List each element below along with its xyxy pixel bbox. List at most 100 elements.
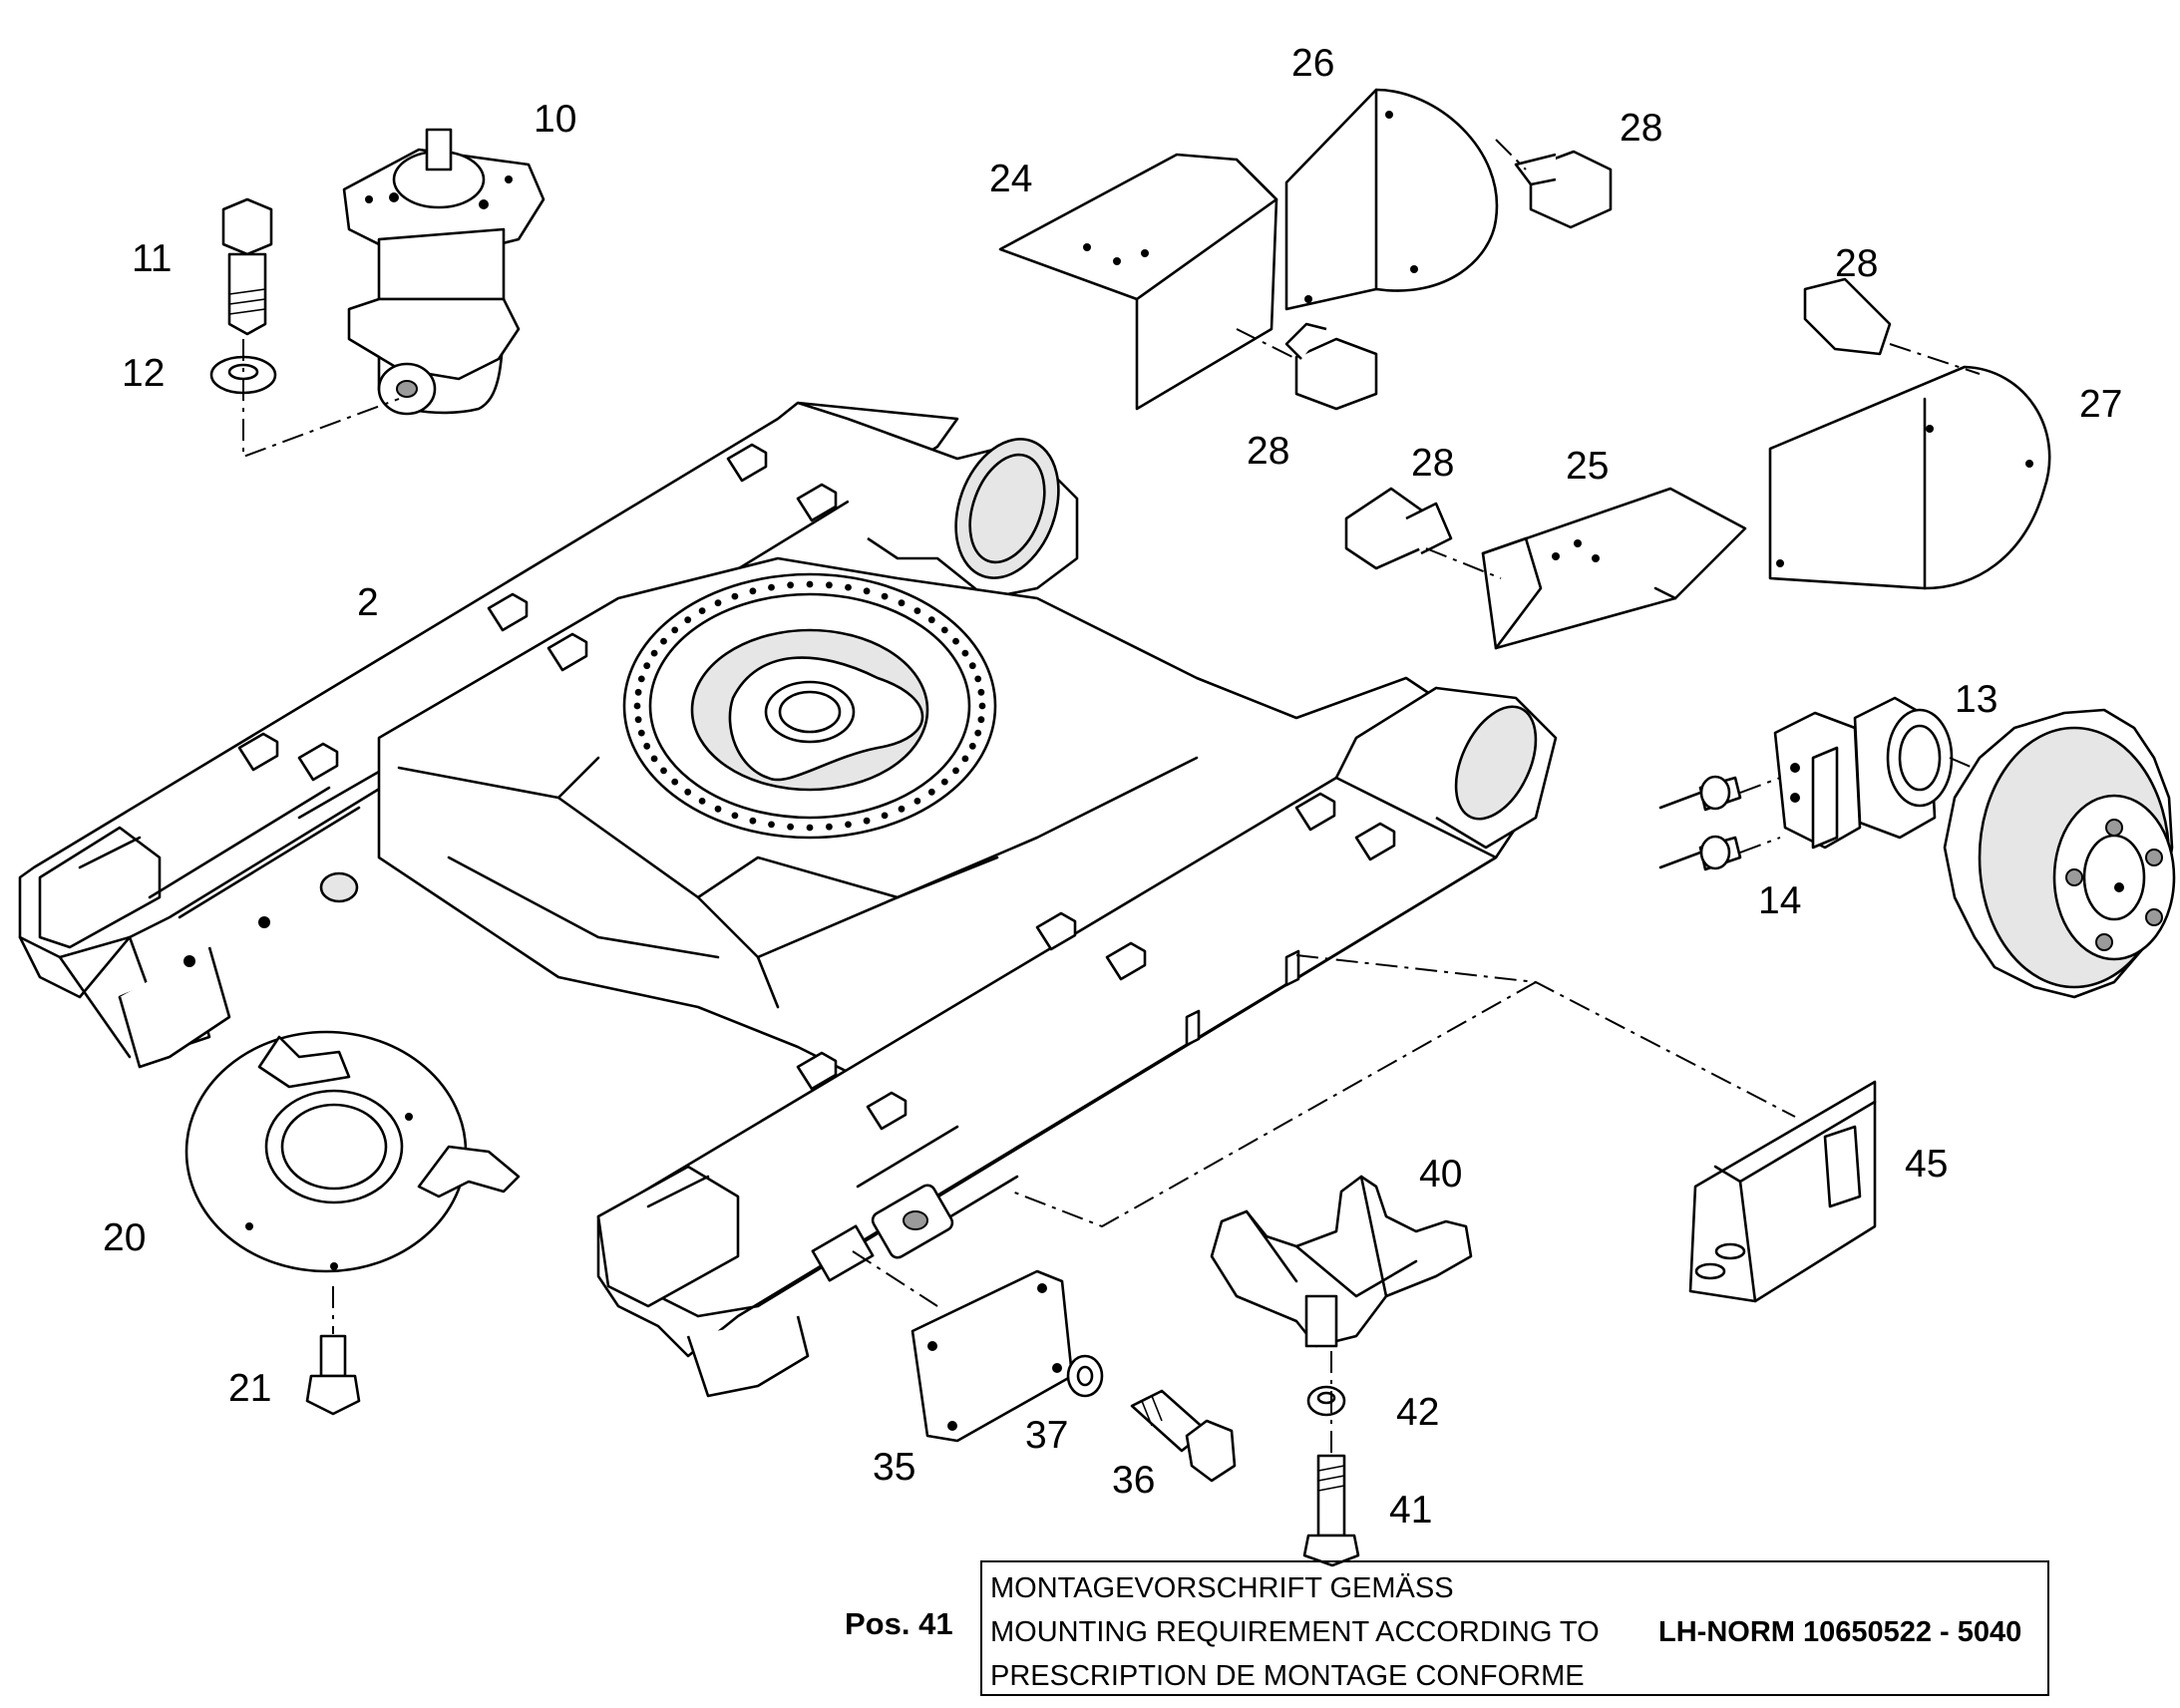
ring-hole bbox=[660, 637, 667, 645]
ring-hole bbox=[637, 675, 645, 683]
part-label-28-d: 28 bbox=[1411, 442, 1455, 485]
ring-hole bbox=[806, 580, 814, 588]
part-label-41: 41 bbox=[1389, 1489, 1433, 1532]
ring-hole bbox=[845, 583, 852, 591]
cover-plate-35 bbox=[910, 1269, 1074, 1443]
ring-hole bbox=[978, 702, 986, 710]
bolt-21 bbox=[305, 1334, 361, 1416]
leader-bolt28-cover25 bbox=[1425, 547, 1502, 579]
ring-hole bbox=[643, 662, 651, 670]
bracket-45 bbox=[1688, 1080, 1877, 1303]
part-label-20: 20 bbox=[103, 1216, 147, 1259]
ring-hole bbox=[898, 599, 906, 607]
ring-hole bbox=[634, 688, 642, 696]
ring-hole bbox=[968, 742, 976, 750]
ring-hole bbox=[671, 626, 679, 634]
roller-guard-40 bbox=[1210, 1175, 1473, 1348]
swing-motor bbox=[342, 128, 545, 416]
nut-42 bbox=[1306, 1385, 1346, 1417]
part-label-45: 45 bbox=[1905, 1143, 1949, 1186]
part-label-35: 35 bbox=[873, 1446, 916, 1489]
ring-hole bbox=[845, 821, 852, 829]
ring-hole bbox=[634, 716, 642, 724]
ring-hole bbox=[940, 626, 948, 634]
ring-hole bbox=[952, 637, 959, 645]
ring-hole bbox=[952, 767, 959, 775]
leader-bracket-45 bbox=[1011, 954, 1796, 1228]
ring-hole bbox=[671, 778, 679, 786]
ring-hole bbox=[731, 592, 739, 600]
part-label-25: 25 bbox=[1566, 445, 1610, 488]
ring-hole bbox=[974, 729, 982, 737]
ring-hole bbox=[974, 675, 982, 683]
slewing-plate-20 bbox=[184, 1030, 521, 1273]
fittings-14 bbox=[1658, 775, 1742, 871]
bolts-28 bbox=[1284, 150, 1892, 570]
ring-hole bbox=[927, 616, 935, 624]
ring-hole bbox=[863, 587, 871, 595]
ring-hole bbox=[684, 788, 692, 796]
part-label-24: 24 bbox=[989, 158, 1033, 200]
leader-cover-plate bbox=[852, 1250, 938, 1307]
ring-hole bbox=[881, 592, 889, 600]
leader-bolt28-cover24 bbox=[1236, 328, 1297, 360]
ring-hole bbox=[913, 607, 921, 614]
leader-motor-bolt bbox=[242, 339, 400, 459]
washer-37 bbox=[1066, 1354, 1104, 1398]
ring-hole bbox=[826, 581, 833, 589]
part-label-28-b: 28 bbox=[1835, 242, 1879, 285]
travel-motor bbox=[1773, 696, 1954, 850]
ring-hole bbox=[898, 805, 906, 813]
cover-25 bbox=[1481, 487, 1747, 650]
note-line-english: MOUNTING REQUIREMENT ACCORDING TO bbox=[990, 1616, 1600, 1648]
ring-hole bbox=[913, 798, 921, 805]
ring-hole bbox=[749, 817, 757, 825]
cover-26 bbox=[1284, 88, 1499, 311]
ring-hole bbox=[714, 805, 722, 813]
ring-hole bbox=[863, 817, 871, 825]
part-label-27: 27 bbox=[2079, 383, 2123, 426]
norm-reference: LH-NORM 10650522 - 5040 bbox=[1658, 1616, 2022, 1648]
part-label-14: 14 bbox=[1758, 879, 1802, 922]
ring-hole bbox=[698, 607, 706, 614]
ring-hole bbox=[768, 583, 775, 591]
ring-hole bbox=[768, 821, 775, 829]
leader-bolt28-cover26 bbox=[1495, 139, 1527, 171]
ring-hole bbox=[826, 823, 833, 831]
ring-hole bbox=[977, 716, 985, 724]
ring-hole bbox=[968, 662, 976, 670]
part-label-11: 11 bbox=[132, 237, 173, 280]
note-line-french: PRESCRIPTION DE MONTAGE CONFORME bbox=[990, 1660, 1585, 1692]
ring-hole bbox=[650, 649, 658, 657]
ring-hole bbox=[650, 755, 658, 763]
note-line-german: MONTAGEVORSCHRIFT GEMÄSS bbox=[990, 1572, 1454, 1604]
ring-hole bbox=[940, 778, 948, 786]
ring-hole bbox=[806, 824, 814, 832]
part-label-28-a: 28 bbox=[1620, 107, 1663, 150]
ring-hole bbox=[961, 649, 969, 657]
cover-27 bbox=[1768, 365, 2051, 590]
ring-hole bbox=[787, 581, 794, 589]
ring-hole bbox=[698, 798, 706, 805]
part-label-37: 37 bbox=[1025, 1414, 1069, 1457]
ring-hole bbox=[637, 729, 645, 737]
ring-hole bbox=[731, 812, 739, 820]
ring-hole bbox=[749, 587, 757, 595]
ring-hole bbox=[660, 767, 667, 775]
ring-hole bbox=[961, 755, 969, 763]
ring-hole bbox=[881, 812, 889, 820]
ring-hole bbox=[977, 688, 985, 696]
drive-sprocket bbox=[1943, 708, 2176, 999]
hex-bolt-11 bbox=[221, 197, 273, 336]
part-label-42: 42 bbox=[1396, 1391, 1440, 1434]
part-label-13: 13 bbox=[1955, 678, 1998, 721]
ring-hole bbox=[684, 616, 692, 624]
ring-hole bbox=[787, 823, 794, 831]
part-label-28-c: 28 bbox=[1247, 430, 1290, 473]
cover-24 bbox=[998, 153, 1278, 411]
ring-hole bbox=[633, 702, 641, 710]
part-label-10: 10 bbox=[534, 98, 577, 141]
part-label-12: 12 bbox=[122, 352, 166, 395]
bolt-36 bbox=[1130, 1389, 1237, 1483]
